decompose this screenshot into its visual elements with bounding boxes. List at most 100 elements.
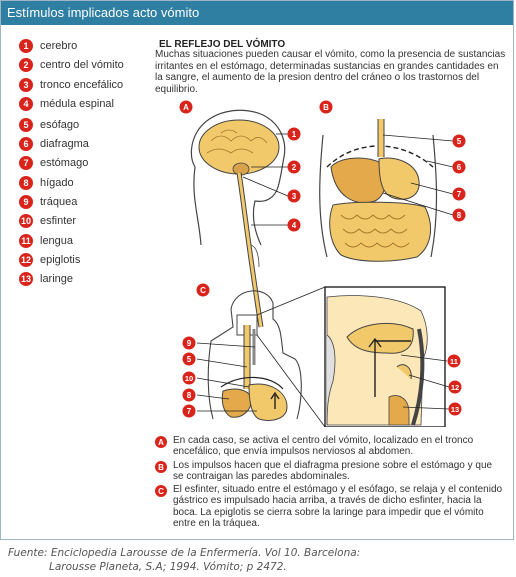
number-badge	[447, 354, 461, 368]
badge-number: 8	[187, 391, 192, 400]
number-badge	[452, 160, 466, 174]
leader-line	[402, 406, 450, 410]
badge-number: 11	[450, 357, 458, 366]
number-badge	[452, 187, 466, 201]
badge-number: 9	[187, 339, 192, 348]
panel-badge	[179, 100, 193, 114]
badge-number: 12	[451, 383, 459, 392]
note-b: B Los impulsos hacen que el diafragma pr…	[155, 460, 507, 483]
legend-label: epiglotis	[40, 254, 81, 266]
legend-label: tronco encefálico	[40, 79, 124, 91]
badge-number: 7	[187, 407, 192, 416]
number-badge	[182, 371, 196, 385]
stomach-shape	[378, 157, 420, 200]
content-panel: Estímulos implicados acto vómito 1 cerebr…	[0, 0, 514, 540]
number-badge	[182, 388, 196, 402]
number-badge: 4	[19, 97, 33, 111]
legend-label: centro del vómito	[40, 59, 124, 71]
head-outline	[190, 109, 286, 246]
leader-line	[408, 374, 450, 388]
liver-shape	[330, 157, 387, 204]
source-line: Fuente: Enciclopedia Larousse de la Enfe…	[8, 547, 361, 559]
source-line: Larousse Planeta, S.A; 1994. Vómito; p 2…	[49, 561, 287, 573]
leader-line	[196, 394, 230, 400]
number-badge: 9	[19, 195, 33, 209]
panel-letter: A	[183, 103, 189, 112]
intro-text: Muchas situaciones pueden causar el vómi…	[155, 49, 506, 95]
oral-cavity	[326, 295, 428, 426]
panel-letter: C	[200, 286, 206, 295]
intestine-shape	[329, 201, 432, 262]
note-text: En cada caso, se activa el centro del vó…	[173, 435, 474, 458]
legend-label: lengua	[40, 235, 74, 247]
note-c: C El esfinter, situado entre el estómago…	[155, 484, 507, 530]
panel-a-illustration: A 1 2 3 4	[179, 100, 301, 328]
number-badge: 10	[19, 214, 33, 228]
leader-line	[196, 358, 248, 368]
jaw-shape	[326, 334, 336, 426]
panel-title: Estímulos implicados acto vómito	[1, 1, 513, 25]
number-badge: 1	[19, 39, 33, 53]
leader-line	[382, 192, 454, 216]
vomit-path-arrow	[368, 337, 411, 397]
badge-number: 5	[457, 137, 462, 146]
panel-b-illustration: B 5 6 7 8	[319, 100, 466, 262]
legend-label: estómago	[40, 157, 89, 169]
torso-outline	[319, 134, 438, 258]
badge-number: 1	[292, 130, 297, 139]
diaphragm-line	[220, 376, 284, 390]
panel-c-zoom-illustration: 11 12 13	[256, 286, 462, 427]
tongue-shape	[346, 323, 414, 354]
leader-line	[196, 377, 250, 388]
badge-number: 8	[457, 211, 462, 220]
note-text: Los impulsos hacen que el diafragma pres…	[173, 460, 493, 483]
badge-number: 10	[185, 374, 193, 383]
leader-line	[410, 182, 454, 195]
zoom-line	[256, 334, 326, 427]
legend-item: 2 centro del vómito	[19, 58, 124, 72]
note-a: A En cada caso, se activa el centro del …	[155, 435, 507, 458]
number-badge: 8	[19, 176, 33, 190]
number-badge: 3	[19, 78, 33, 92]
badge-number: 4	[292, 221, 297, 230]
pharynx-wall	[411, 328, 425, 426]
number-badge	[287, 160, 301, 174]
leader-line	[382, 134, 454, 142]
leader-line	[196, 342, 256, 348]
number-badge	[182, 336, 196, 350]
legend-label: hígado	[40, 177, 74, 189]
liver-shape	[221, 388, 252, 418]
number-badge: 2	[19, 58, 33, 72]
legend-item: 1 cerebro	[19, 39, 77, 53]
number-badge	[182, 352, 196, 366]
badge-number: 3	[292, 192, 297, 201]
source-citation: Fuente: Enciclopedia Larousse de la Enfe…	[8, 546, 360, 574]
legend-label: esfinter	[40, 215, 77, 227]
number-badge	[452, 208, 466, 222]
section-title: EL REFLEJO DEL VÓMITO	[159, 39, 286, 50]
number-badge: 13	[19, 272, 33, 286]
panel-badge	[196, 283, 210, 297]
legend-label: médula espinal	[40, 98, 114, 110]
legend-label: cerebro	[40, 40, 78, 52]
body-outline	[207, 290, 302, 420]
badge-number: 5	[187, 355, 192, 364]
legend-item: 3 tronco encefálico	[19, 78, 123, 92]
legend-item: 8 hígado	[19, 176, 74, 190]
badge-number: 7	[457, 190, 462, 199]
neck-line	[250, 244, 260, 268]
number-badge	[448, 380, 462, 394]
legend-item: 4 médula espinal	[19, 97, 114, 111]
upward-arrow	[270, 391, 280, 409]
number-badge: 5	[19, 118, 33, 132]
larynx-shape	[388, 395, 410, 426]
badge-number: 6	[457, 163, 462, 172]
legend-item: 10 esfinter	[19, 214, 76, 228]
epiglottis-shape	[396, 364, 412, 380]
number-badge	[287, 127, 301, 141]
panel-c-illustration: C 9 5 10 8 7	[182, 283, 302, 421]
number-badge: 6	[19, 137, 33, 151]
